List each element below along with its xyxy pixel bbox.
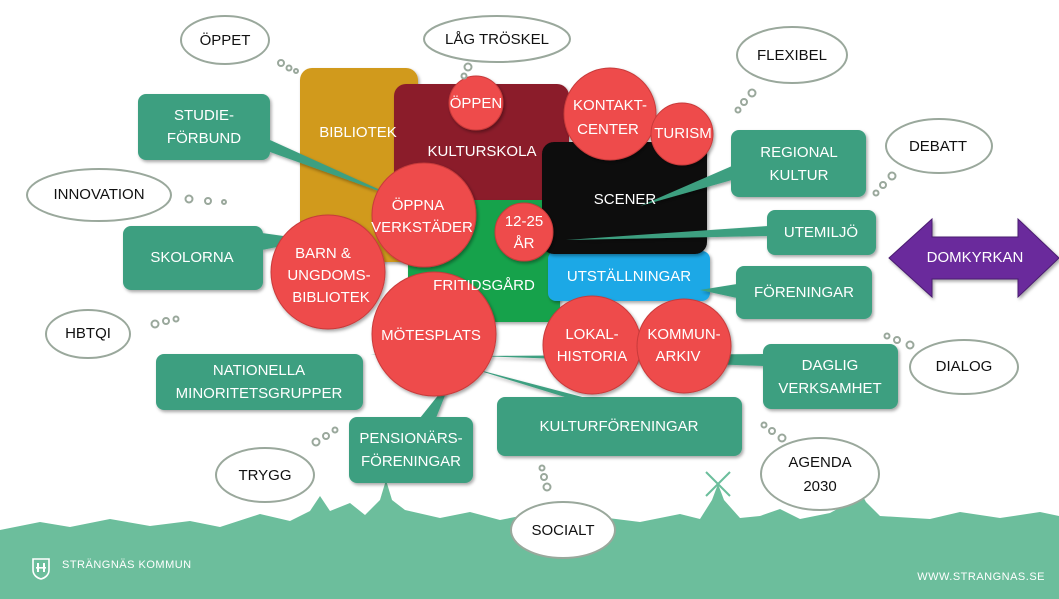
label-innovation: INNOVATION xyxy=(53,186,144,203)
label-12-25-2: ÅR xyxy=(514,235,535,252)
label-12-25-1: 12-25 xyxy=(505,213,543,230)
box-kulturforeningar xyxy=(497,397,742,456)
circle-barn-ungdoms xyxy=(270,214,386,330)
label-kulturskola: KULTURSKOLA xyxy=(428,143,537,160)
circle-motesplats xyxy=(371,271,497,397)
label-flexibel: FLEXIBEL xyxy=(757,47,827,64)
circle-turism xyxy=(650,102,714,166)
circle-lokalhistoria xyxy=(542,295,642,395)
box-daglig xyxy=(763,344,898,409)
circle-oppen xyxy=(448,75,504,131)
cloud-agenda xyxy=(760,421,880,511)
label-domkyrkan: DOMKYRKAN xyxy=(927,249,1024,266)
label-utemiljo: UTEMILJÖ xyxy=(784,223,858,241)
label-oppna-verkstader-1: ÖPPNA xyxy=(392,196,445,214)
label-skolorna: SKOLORNA xyxy=(150,249,233,266)
label-fritidsgard: FRITIDSGÅRD xyxy=(433,277,535,294)
label-foreningar: FÖRENINGAR xyxy=(754,283,854,301)
label-debatt: DEBATT xyxy=(909,138,967,155)
circle-kontaktcenter xyxy=(563,67,657,161)
box-studieforbund xyxy=(138,94,270,160)
cloud-socialt xyxy=(510,464,616,559)
cloud-hbtqi xyxy=(45,309,180,359)
box-skolorna xyxy=(123,226,263,290)
cloud-innovation xyxy=(26,168,227,222)
label-agenda-1: AGENDA xyxy=(788,454,851,471)
label-regional-2: KULTUR xyxy=(770,167,829,184)
scener-block xyxy=(542,142,707,254)
label-bibliotek: BIBLIOTEK xyxy=(319,124,397,141)
label-socialt: SOCIALT xyxy=(531,522,594,539)
label-dialog: DIALOG xyxy=(936,358,993,375)
website-link[interactable]: WWW.STRANGNAS.SE xyxy=(917,571,1045,583)
label-utstallningar: UTSTÄLLNINGAR xyxy=(567,268,691,285)
label-motesplats: MÖTESPLATS xyxy=(381,326,481,344)
cloud-oppet xyxy=(180,15,299,74)
box-utemiljo xyxy=(767,210,876,255)
utstallningar-block xyxy=(548,251,710,301)
label-kulturforeningar: KULTURFÖRENINGAR xyxy=(540,417,699,435)
label-lag-troskel: LÅG TRÖSKEL xyxy=(445,30,549,48)
label-oppet: ÖPPET xyxy=(200,31,251,49)
box-foreningar xyxy=(736,266,872,319)
label-oppna-verkstader-2: VERKSTÄDER xyxy=(371,219,473,236)
crest-icon xyxy=(32,558,50,580)
cloud-debatt xyxy=(872,118,993,197)
label-pensionars-2: FÖRENINGAR xyxy=(361,452,461,470)
label-kommunarkiv-1: KOMMUN- xyxy=(647,326,720,343)
label-turism: TURISM xyxy=(654,125,712,142)
label-kommunarkiv-2: ARKIV xyxy=(655,348,700,365)
label-lokalhistoria-2: HISTORIA xyxy=(557,348,628,365)
label-daglig-2: VERKSAMHET xyxy=(778,380,881,397)
label-agenda-2: 2030 xyxy=(803,478,836,495)
label-scener: SCENER xyxy=(594,191,657,208)
cloud-trygg xyxy=(215,426,339,503)
label-oppen: ÖPPEN xyxy=(450,94,503,112)
label-hbtqi: HBTQI xyxy=(65,325,111,342)
box-pensionars xyxy=(349,417,473,483)
label-barn-3: BIBLIOTEK xyxy=(292,289,370,306)
label-kontaktcenter-2: CENTER xyxy=(577,121,639,138)
label-kontaktcenter-1: KONTAKT- xyxy=(573,97,647,114)
box-nationella xyxy=(156,354,363,410)
label-trygg: TRYGG xyxy=(238,467,291,484)
label-pensionars-1: PENSIONÄRS- xyxy=(359,430,462,447)
label-lokalhistoria-1: LOKAL- xyxy=(565,326,618,343)
circle-12-25 xyxy=(494,202,554,262)
label-studieforbund-2: FÖRBUND xyxy=(167,129,241,147)
domkyrkan-arrow xyxy=(888,217,1059,299)
circle-kommunarkiv xyxy=(636,298,732,394)
label-barn-1: BARN & xyxy=(295,245,351,262)
label-nationella-2: MINORITETSGRUPPER xyxy=(176,385,343,402)
label-barn-2: UNGDOMS- xyxy=(287,267,370,284)
circle-oppna-verkstader xyxy=(371,162,477,268)
label-nationella-1: NATIONELLA xyxy=(213,362,305,379)
cloud-lag-troskel xyxy=(423,15,571,80)
label-daglig-1: DAGLIG xyxy=(802,357,859,374)
cloud-flexibel xyxy=(734,26,848,114)
box-regional-kultur xyxy=(731,130,866,197)
label-studieforbund-1: STUDIE- xyxy=(174,107,234,124)
kommun-logo-text: STRÄNGNÄS KOMMUN xyxy=(62,559,192,571)
label-regional-1: REGIONAL xyxy=(760,144,838,161)
cloud-dialog xyxy=(883,332,1019,395)
